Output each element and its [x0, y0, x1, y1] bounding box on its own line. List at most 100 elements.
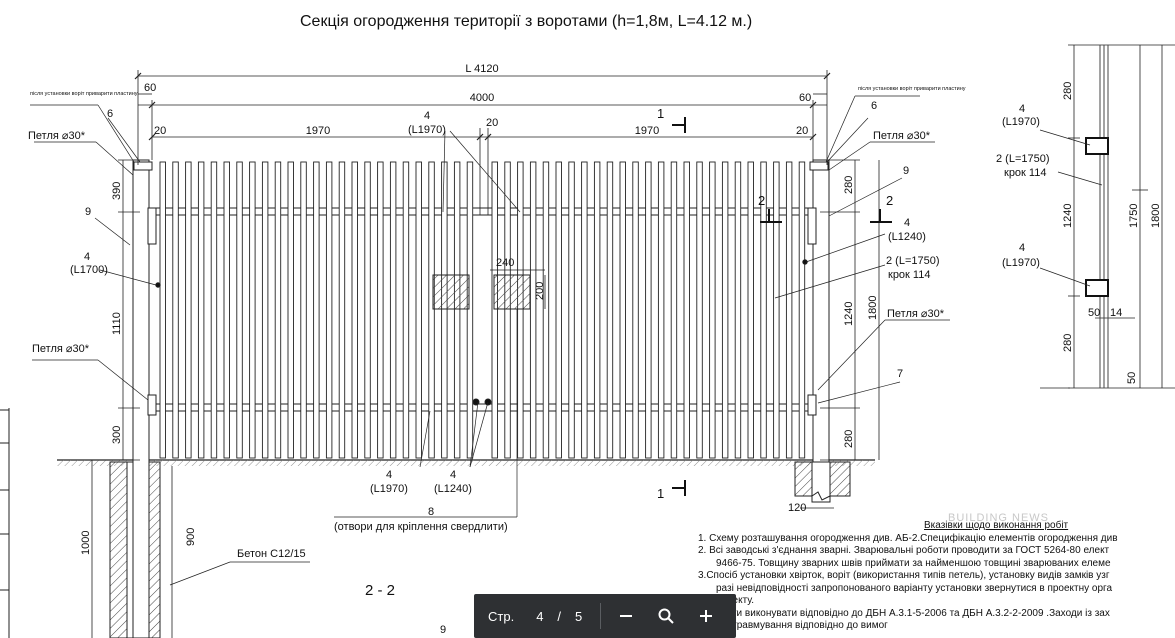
- dim-right-280-top: 280: [843, 176, 855, 194]
- label-l1970-bot: (L1970): [370, 483, 408, 495]
- side-krok-114: крок 114: [1004, 167, 1046, 179]
- ground: [57, 459, 875, 466]
- magnifier-icon: [658, 608, 674, 624]
- picket: [734, 161, 742, 459]
- picket: [236, 161, 243, 459]
- picket: [504, 161, 511, 459]
- label-c4-l1240: 4: [904, 217, 910, 229]
- label-krok-114: крок 114: [888, 269, 930, 281]
- dim-hole-240: 240: [496, 257, 514, 269]
- picket: [593, 161, 601, 459]
- dim-left-1110: 1110: [111, 312, 123, 335]
- label-two-l1750: 2 (L=1750): [886, 255, 940, 267]
- mount-plates: [432, 274, 531, 310]
- zoom-in-button[interactable]: [691, 601, 721, 631]
- dim-hole-200: 200: [534, 282, 546, 300]
- picket: [210, 161, 218, 459]
- dim-right-1800: 1800: [867, 296, 879, 320]
- dim-leaf-left: 1970: [306, 125, 330, 137]
- dim-gap-b: 20: [486, 117, 498, 129]
- zoom-out-button[interactable]: [611, 601, 641, 631]
- label-c4-top: 4: [424, 110, 430, 122]
- picket: [377, 161, 384, 459]
- note-top-right: після установки воріт приварити пластину: [858, 86, 966, 92]
- plus-icon: [700, 610, 713, 622]
- picket: [389, 161, 397, 459]
- label-l1970-top: (L1970): [408, 124, 446, 136]
- section-1-top: 1: [657, 106, 664, 121]
- dim-left-390: 390: [111, 182, 123, 200]
- side-c4-bot: 4: [1019, 242, 1025, 254]
- dim-left-300: 300: [111, 426, 123, 444]
- side-280-top: 280: [1062, 82, 1074, 100]
- picket: [632, 161, 639, 459]
- picket: [197, 161, 205, 459]
- picket: [428, 161, 435, 459]
- picket: [709, 161, 716, 459]
- leader-lines: [30, 95, 950, 586]
- label-nine-bottom: 9: [440, 624, 446, 636]
- picket: [261, 161, 269, 459]
- page-navigator: Стр. 4 / 5: [474, 594, 736, 638]
- side-1240: 1240: [1062, 204, 1074, 228]
- picket: [645, 161, 652, 459]
- picket: [581, 161, 588, 459]
- dim-right-120: 120: [788, 502, 806, 514]
- picket: [223, 161, 230, 459]
- picket: [351, 161, 358, 459]
- picket: [747, 161, 754, 459]
- picket: [657, 161, 665, 459]
- sheet-frame: [0, 408, 10, 638]
- notes-heading: Вказівки щодо виконання робіт: [924, 520, 1069, 531]
- watermark-text: BUILDING NEWS: [948, 512, 1050, 524]
- zoom-reset-button[interactable]: [651, 601, 681, 631]
- picket: [466, 161, 474, 459]
- picket: [542, 161, 550, 459]
- picket: [798, 161, 806, 459]
- page-current[interactable]: 4: [536, 608, 544, 624]
- label-l1700: (L1700): [70, 264, 108, 276]
- work-notes: Вказівки щодо виконання робіт 1. Схему р…: [698, 520, 1175, 633]
- label-hinge-br: Петля ⌀30*: [887, 308, 945, 320]
- picket: [313, 161, 320, 459]
- label-six-left: 6: [107, 108, 113, 120]
- picket: [172, 161, 179, 459]
- picket: [287, 161, 294, 459]
- picket: [555, 161, 562, 459]
- label-beton: Бетон С12/15: [237, 548, 306, 560]
- picket: [670, 161, 678, 459]
- picket: [491, 161, 498, 459]
- pager-divider: [600, 603, 602, 629]
- dim-left-1000: 1000: [80, 531, 92, 555]
- note-4b: від травмування відповідно до вимог: [716, 620, 888, 631]
- picket: [721, 161, 729, 459]
- main-drawing-labels: L 4120 4000 60 60 1970 1970 20 20 20 390…: [28, 63, 966, 636]
- section-2-right: 2: [886, 193, 893, 208]
- picket: [785, 161, 793, 459]
- dim-left-900: 900: [185, 528, 197, 546]
- side-l1970-bot: (L1970): [1002, 257, 1040, 269]
- label-nine-right: 9: [903, 165, 909, 177]
- section-2-2-title: 2 - 2: [365, 582, 395, 599]
- label-c4-bot-b: 4: [450, 469, 456, 481]
- note-4: 4. Роботи виконувати відповідно до ДБН А…: [698, 607, 1110, 619]
- picket: [402, 161, 410, 459]
- label-c4-bot-a: 4: [386, 469, 392, 481]
- side-14: 14: [1110, 307, 1122, 319]
- dim-right-1240: 1240: [843, 302, 855, 326]
- dim-right-280-bot: 280: [843, 430, 855, 448]
- picket: [415, 161, 422, 459]
- side-50-b: 50: [1126, 372, 1138, 384]
- picket: [185, 161, 192, 459]
- picket: [619, 161, 626, 459]
- note-3: 3.Спосіб установки хвірток, воріт (викор…: [698, 570, 1110, 581]
- picket: [325, 161, 333, 459]
- dim-gap-c: 20: [796, 125, 808, 137]
- label-eight: 8: [428, 506, 434, 518]
- label-seven: 7: [897, 368, 903, 380]
- picket: [529, 161, 537, 459]
- picket: [159, 161, 166, 459]
- picket: [300, 161, 307, 459]
- side-1800: 1800: [1150, 204, 1162, 228]
- side-l1970-top: (L1970): [1002, 116, 1040, 128]
